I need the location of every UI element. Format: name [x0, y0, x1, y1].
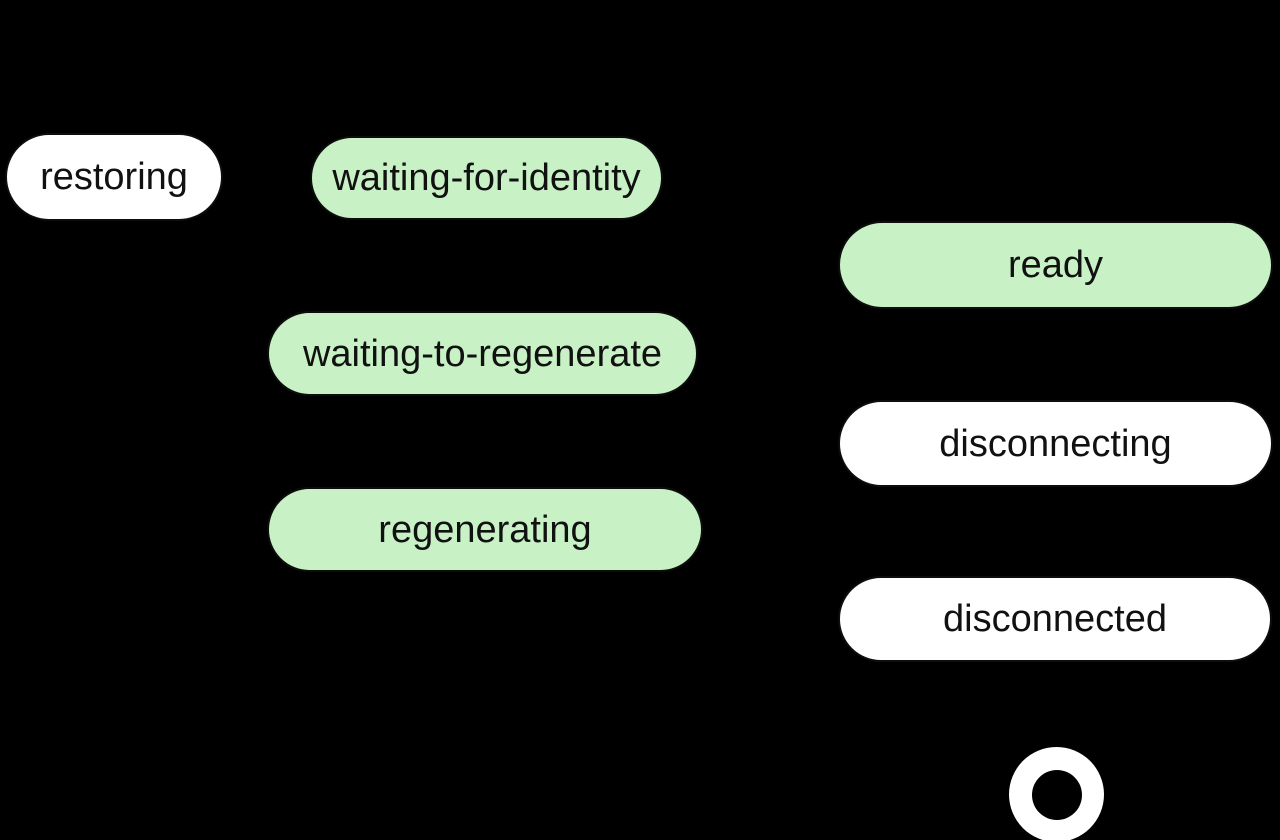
state-node-waiting-for-identity: waiting-for-identity [310, 136, 663, 220]
final-state-core-dot [1031, 769, 1082, 820]
state-node-waiting-to-regenerate: waiting-to-regenerate [267, 311, 698, 396]
state-node-disconnecting: disconnecting [838, 400, 1273, 487]
state-node-ready: ready [838, 221, 1273, 309]
final-state-icon [1009, 747, 1104, 840]
state-node-restoring: restoring [5, 133, 223, 221]
state-node-regenerating: regenerating [267, 487, 703, 572]
state-node-disconnected: disconnected [838, 576, 1272, 662]
